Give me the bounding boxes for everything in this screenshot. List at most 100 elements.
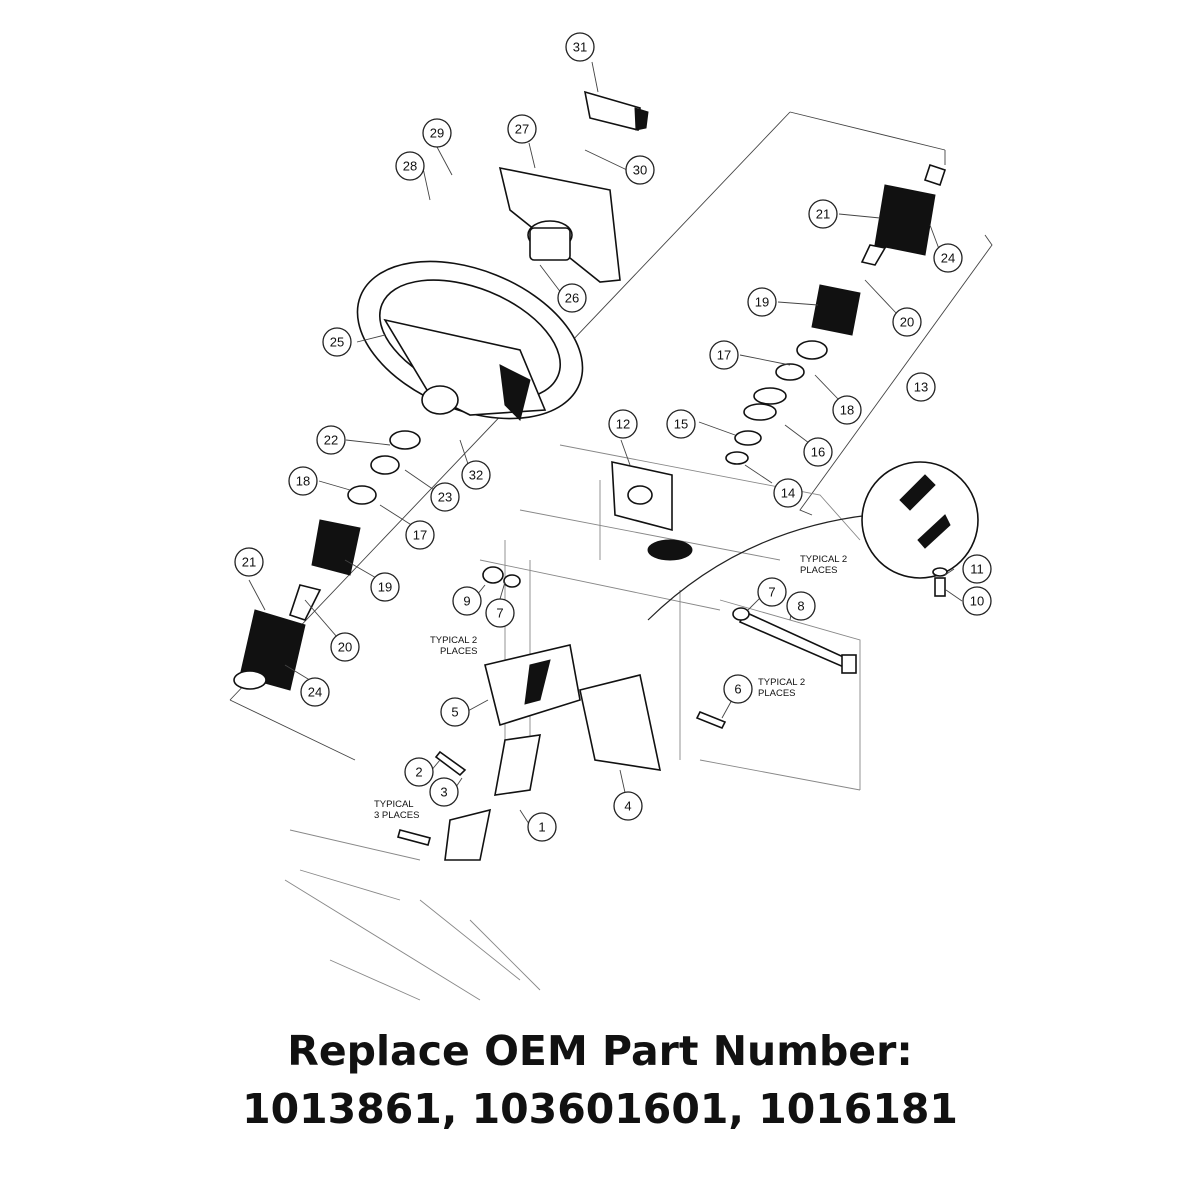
callout-circle <box>507 114 537 144</box>
callout-number: 12 <box>616 417 630 432</box>
callout-number: 5 <box>451 705 458 720</box>
callout-circle <box>723 674 753 704</box>
note-text: TYPICAL <box>374 799 414 810</box>
callout-13: 13 <box>906 372 936 402</box>
callout-16: 16 <box>803 437 833 467</box>
callout-circle <box>892 307 922 337</box>
callout-circle <box>666 409 696 439</box>
callout-number: 19 <box>755 295 769 310</box>
callout-circle <box>906 372 936 402</box>
callout-18: 18 <box>832 395 862 425</box>
callout-18: 18 <box>288 466 318 496</box>
spring-and-rings-right <box>725 340 828 465</box>
detail-inset-10-11 <box>647 461 979 621</box>
callout-circle <box>527 812 557 842</box>
callout-2: 2 <box>404 757 434 787</box>
cart-frame-structure <box>284 444 861 1001</box>
callout-27: 27 <box>507 114 537 144</box>
note-text: TYPICAL 2 <box>430 635 477 646</box>
steering-column-exploded-diagram: 3129273028262522233218171921202421241920… <box>229 32 993 1001</box>
leader-lines <box>248 61 963 828</box>
bolt-typical-3 <box>397 829 431 846</box>
callout-21: 21 <box>808 199 838 229</box>
callout-circle <box>757 577 787 607</box>
callout-19: 19 <box>747 287 777 317</box>
callout-3: 3 <box>429 777 459 807</box>
callout-1: 1 <box>527 812 557 842</box>
callout-number: 11 <box>970 562 984 577</box>
callout-circle <box>440 697 470 727</box>
callout-circle <box>933 243 963 273</box>
callout-circle <box>613 791 643 821</box>
callout-24: 24 <box>300 677 330 707</box>
callout-circle <box>709 340 739 370</box>
callout-number: 15 <box>674 417 688 432</box>
callout-14: 14 <box>773 478 803 508</box>
callout-number: 25 <box>330 335 344 350</box>
callout-number: 16 <box>811 445 825 460</box>
callout-25: 25 <box>322 327 352 357</box>
mount-bracket-5 <box>484 644 581 727</box>
callout-number: 10 <box>970 594 984 609</box>
callout-circle <box>608 409 638 439</box>
callout-32: 32 <box>461 460 491 490</box>
callout-number: 8 <box>797 599 804 614</box>
callout-number: 19 <box>378 580 392 595</box>
callout-number: 2 <box>415 765 422 780</box>
callout-circle <box>786 591 816 621</box>
callout-number: 27 <box>515 122 529 137</box>
note-text: PLACES <box>800 565 838 576</box>
callout-number: 1 <box>538 820 545 835</box>
dash-panel-12 <box>611 460 693 561</box>
callout-circle <box>461 460 491 490</box>
column-mount-plate-27 <box>498 166 621 283</box>
note-text: TYPICAL 2 <box>800 554 847 565</box>
callout-circle <box>300 677 330 707</box>
callout-number: 21 <box>242 555 256 570</box>
long-bolt-8 <box>732 607 857 674</box>
steering-wheel <box>356 260 584 421</box>
callout-circle <box>962 554 992 584</box>
callout-circle <box>625 155 655 185</box>
callout-28: 28 <box>395 151 425 181</box>
callout-number: 28 <box>403 159 417 174</box>
bearing-housing-19-right <box>811 284 861 336</box>
callout-circle <box>773 478 803 508</box>
callout-number: 7 <box>496 606 503 621</box>
note-text: PLACES <box>440 646 478 657</box>
callout-circle <box>485 598 515 628</box>
callout-number: 14 <box>781 486 795 501</box>
callout-number: 24 <box>308 685 322 700</box>
callout-20: 20 <box>330 632 360 662</box>
callout-number: 4 <box>624 799 631 814</box>
callout-number: 6 <box>734 682 741 697</box>
callout-circle <box>330 632 360 662</box>
callout-number: 20 <box>338 640 352 655</box>
callout-number: 22 <box>324 433 338 448</box>
callout-31: 31 <box>565 32 595 62</box>
callout-circle <box>962 586 992 616</box>
callout-number: 17 <box>413 528 427 543</box>
callout-7: 7 <box>757 577 787 607</box>
callout-number: 23 <box>438 490 452 505</box>
callout-15: 15 <box>666 409 696 439</box>
callout-circle <box>557 283 587 313</box>
callout-number: 13 <box>914 380 928 395</box>
callout-10: 10 <box>962 586 992 616</box>
callout-26: 26 <box>557 283 587 313</box>
callout-number: 31 <box>573 40 587 55</box>
callout-circle <box>316 425 346 455</box>
caption-part-numbers: 1013861, 103601601, 1016181 <box>242 1085 958 1133</box>
callout-number: 17 <box>717 348 731 363</box>
callout-8: 8 <box>786 591 816 621</box>
callout-7: 7 <box>485 598 515 628</box>
callout-number: 29 <box>430 126 444 141</box>
callout-circle <box>747 287 777 317</box>
callout-number: 30 <box>633 163 647 178</box>
callout-21: 21 <box>234 547 264 577</box>
callout-circle <box>422 118 452 148</box>
callout-number: 21 <box>816 207 830 222</box>
note-typical-3-places: TYPICAL 3 PLACES <box>374 799 419 821</box>
callout-circle <box>234 547 264 577</box>
callout-circle <box>404 757 434 787</box>
